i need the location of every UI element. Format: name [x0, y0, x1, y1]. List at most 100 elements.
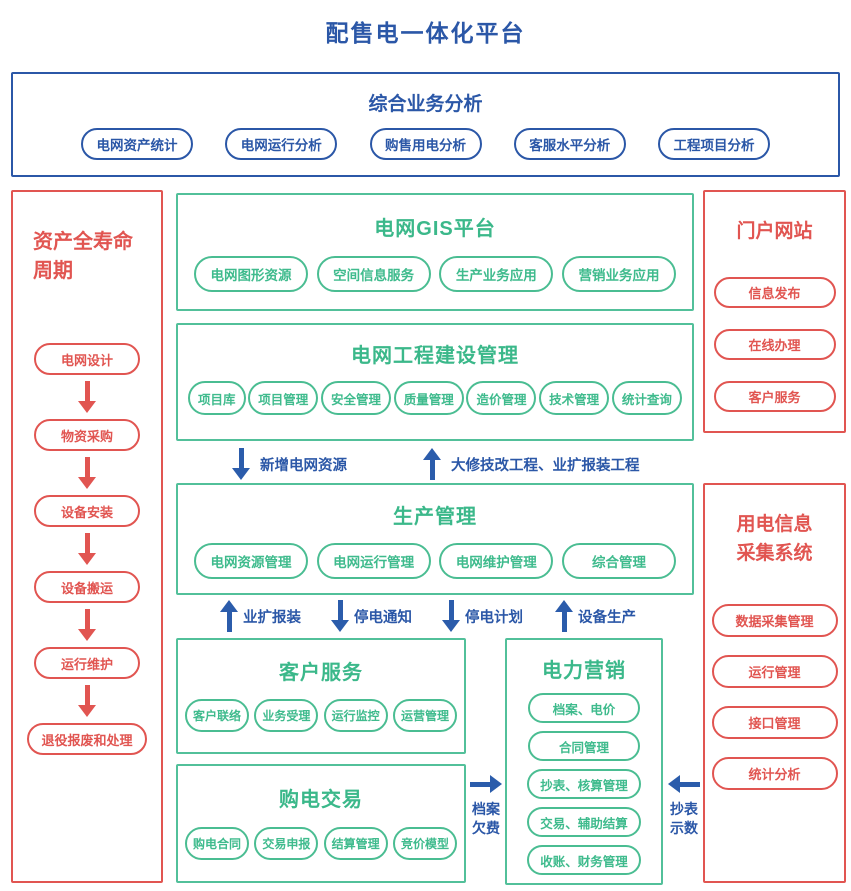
customer-node: 运营管理 [392, 699, 457, 732]
marketing-panel: 电力营销 档案、电价 合同管理 抄表、核算管理 交易、辅助结算 收账、财务管理 [505, 638, 663, 885]
marketing-node: 抄表、核算管理 [527, 769, 641, 799]
portal-node: 在线办理 [713, 329, 836, 360]
collection-node: 统计分析 [711, 757, 838, 790]
production-node: 电网运行管理 [316, 543, 431, 579]
collection-system-panel: 用电信息 采集系统 数据采集管理 运行管理 接口管理 统计分析 [703, 483, 846, 883]
flow-row-construction-production: 新增电网资源 大修技改工程、业扩报装工程 [176, 446, 694, 482]
flow-outage-plan: 停电计划 [442, 600, 523, 632]
construction-panel: 电网工程建设管理 项目库 项目管理 安全管理 质量管理 造价管理 技术管理 统计… [176, 323, 694, 441]
flow-new-grid-resource: 新增电网资源 [232, 448, 347, 480]
flow-label: 停电通知 [354, 609, 412, 626]
arrow-down-icon [78, 533, 96, 565]
analysis-node: 客服水平分析 [513, 128, 626, 160]
collection-system-panel-title: 用电信息 采集系统 [736, 514, 813, 564]
lifecycle-step: 设备安装 [34, 495, 140, 527]
analysis-node: 工程项目分析 [658, 128, 770, 160]
customer-pill-row: 客户联络 业务受理 运行监控 运营管理 [178, 699, 464, 732]
production-pill-row: 电网资源管理 电网运行管理 电网维护管理 综合管理 [178, 543, 692, 579]
construction-pill-row: 项目库 项目管理 安全管理 质量管理 造价管理 技术管理 统计查询 [178, 381, 692, 415]
lifecycle-step: 电网设计 [34, 343, 140, 375]
gis-node: 营销业务应用 [561, 256, 676, 292]
construction-node: 造价管理 [466, 381, 537, 415]
construction-node: 质量管理 [393, 381, 464, 415]
production-panel-title: 生产管理 [393, 506, 477, 528]
arrow-down-icon [78, 381, 96, 413]
lifecycle-step: 退役报废和处理 [27, 723, 147, 755]
customer-node: 运行监控 [323, 699, 388, 732]
construction-node: 技术管理 [539, 381, 610, 415]
flow-label: 设备生产 [578, 609, 636, 626]
customer-node: 业务受理 [254, 699, 319, 732]
portal-node: 客户服务 [713, 381, 836, 412]
construction-node: 安全管理 [320, 381, 391, 415]
arrow-down-icon [78, 685, 96, 717]
marketing-node: 档案、电价 [528, 693, 640, 723]
purchase-pill-row: 购电合同 交易申报 结算管理 竞价模型 [178, 827, 464, 860]
lifecycle-step: 设备搬运 [34, 571, 140, 603]
construction-node: 项目管理 [248, 381, 319, 415]
marketing-node: 合同管理 [528, 731, 640, 761]
collection-node: 运行管理 [711, 655, 838, 688]
lifecycle-step: 物资采购 [34, 419, 140, 451]
analysis-panel: 综合业务分析 电网资产统计 电网运行分析 购售用电分析 客服水平分析 工程项目分… [11, 72, 840, 177]
flow-expansion-apply: 业扩报装 [220, 600, 301, 632]
marketing-node: 收账、财务管理 [527, 845, 641, 875]
production-panel: 生产管理 电网资源管理 电网运行管理 电网维护管理 综合管理 [176, 483, 694, 595]
portal-panel-title: 门户网站 [736, 221, 813, 242]
analysis-node: 电网资产统计 [81, 128, 193, 160]
flow-meter-readings: 抄表 示数 [664, 775, 704, 838]
purchase-node: 结算管理 [323, 827, 388, 860]
flow-row-production-bottom: 业扩报装 停电通知 停电计划 设备生产 [176, 599, 694, 633]
gis-panel: 电网GIS平台 电网图形资源 空间信息服务 生产业务应用 营销业务应用 [176, 193, 694, 311]
gis-pill-row: 电网图形资源 空间信息服务 生产业务应用 营销业务应用 [178, 256, 692, 292]
construction-node: 统计查询 [611, 381, 682, 415]
customer-service-panel: 客户服务 客户联络 业务受理 运行监控 运营管理 [176, 638, 466, 754]
collection-pill-stack: 数据采集管理 运行管理 接口管理 统计分析 [705, 604, 844, 790]
customer-node: 客户联络 [185, 699, 250, 732]
flow-label: 档案 欠费 [472, 801, 500, 836]
arrow-down-icon [232, 448, 250, 480]
arrow-down-icon [78, 609, 96, 641]
flow-archive-arrears: 档案 欠费 [466, 775, 506, 838]
purchase-trade-panel-title: 购电交易 [279, 789, 363, 811]
lifecycle-panel-title: 资产全寿命 周期 [33, 231, 133, 282]
production-node: 电网资源管理 [194, 543, 308, 579]
marketing-pill-stack: 档案、电价 合同管理 抄表、核算管理 交易、辅助结算 收账、财务管理 [507, 693, 661, 875]
analysis-node: 购售用电分析 [369, 128, 482, 160]
arrow-right-icon [470, 775, 502, 793]
marketing-panel-title: 电力营销 [542, 660, 626, 682]
marketing-node: 交易、辅助结算 [527, 807, 641, 837]
arrow-up-icon [555, 600, 573, 632]
flow-label: 新增电网资源 [260, 457, 347, 474]
purchase-trade-panel: 购电交易 购电合同 交易申报 结算管理 竞价模型 [176, 764, 466, 883]
gis-node: 电网图形资源 [194, 256, 308, 292]
flow-label: 大修技改工程、业扩报装工程 [451, 457, 640, 474]
production-node: 综合管理 [561, 543, 676, 579]
flow-label: 业扩报装 [243, 609, 301, 626]
portal-node: 信息发布 [713, 277, 836, 308]
flow-overhaul-projects: 大修技改工程、业扩报装工程 [423, 448, 640, 480]
purchase-node: 交易申报 [254, 827, 319, 860]
arrow-left-icon [668, 775, 700, 793]
portal-panel: 门户网站 信息发布 在线办理 客户服务 [703, 190, 846, 433]
collection-node: 数据采集管理 [711, 604, 838, 637]
lifecycle-flow: 电网设计 物资采购 设备安装 设备搬运 运行维护 退役报废和处理 [13, 343, 161, 755]
construction-node: 项目库 [188, 381, 246, 415]
analysis-panel-title: 综合业务分析 [368, 94, 483, 115]
lifecycle-panel: 资产全寿命 周期 电网设计 物资采购 设备安装 设备搬运 运行维护 退役报废和处… [11, 190, 163, 883]
arrow-up-icon [220, 600, 238, 632]
flow-equipment-production: 设备生产 [555, 600, 636, 632]
customer-service-panel-title: 客户服务 [279, 662, 363, 684]
collection-node: 接口管理 [711, 706, 838, 739]
flow-outage-notice: 停电通知 [331, 600, 412, 632]
flow-label: 抄表 示数 [670, 801, 698, 836]
arrow-down-icon [442, 600, 460, 632]
purchase-node: 竞价模型 [392, 827, 457, 860]
lifecycle-step: 运行维护 [34, 647, 140, 679]
arrow-down-icon [78, 457, 96, 489]
arrow-down-icon [331, 600, 349, 632]
gis-node: 生产业务应用 [439, 256, 554, 292]
gis-node: 空间信息服务 [316, 256, 431, 292]
arrow-up-icon [423, 448, 441, 480]
